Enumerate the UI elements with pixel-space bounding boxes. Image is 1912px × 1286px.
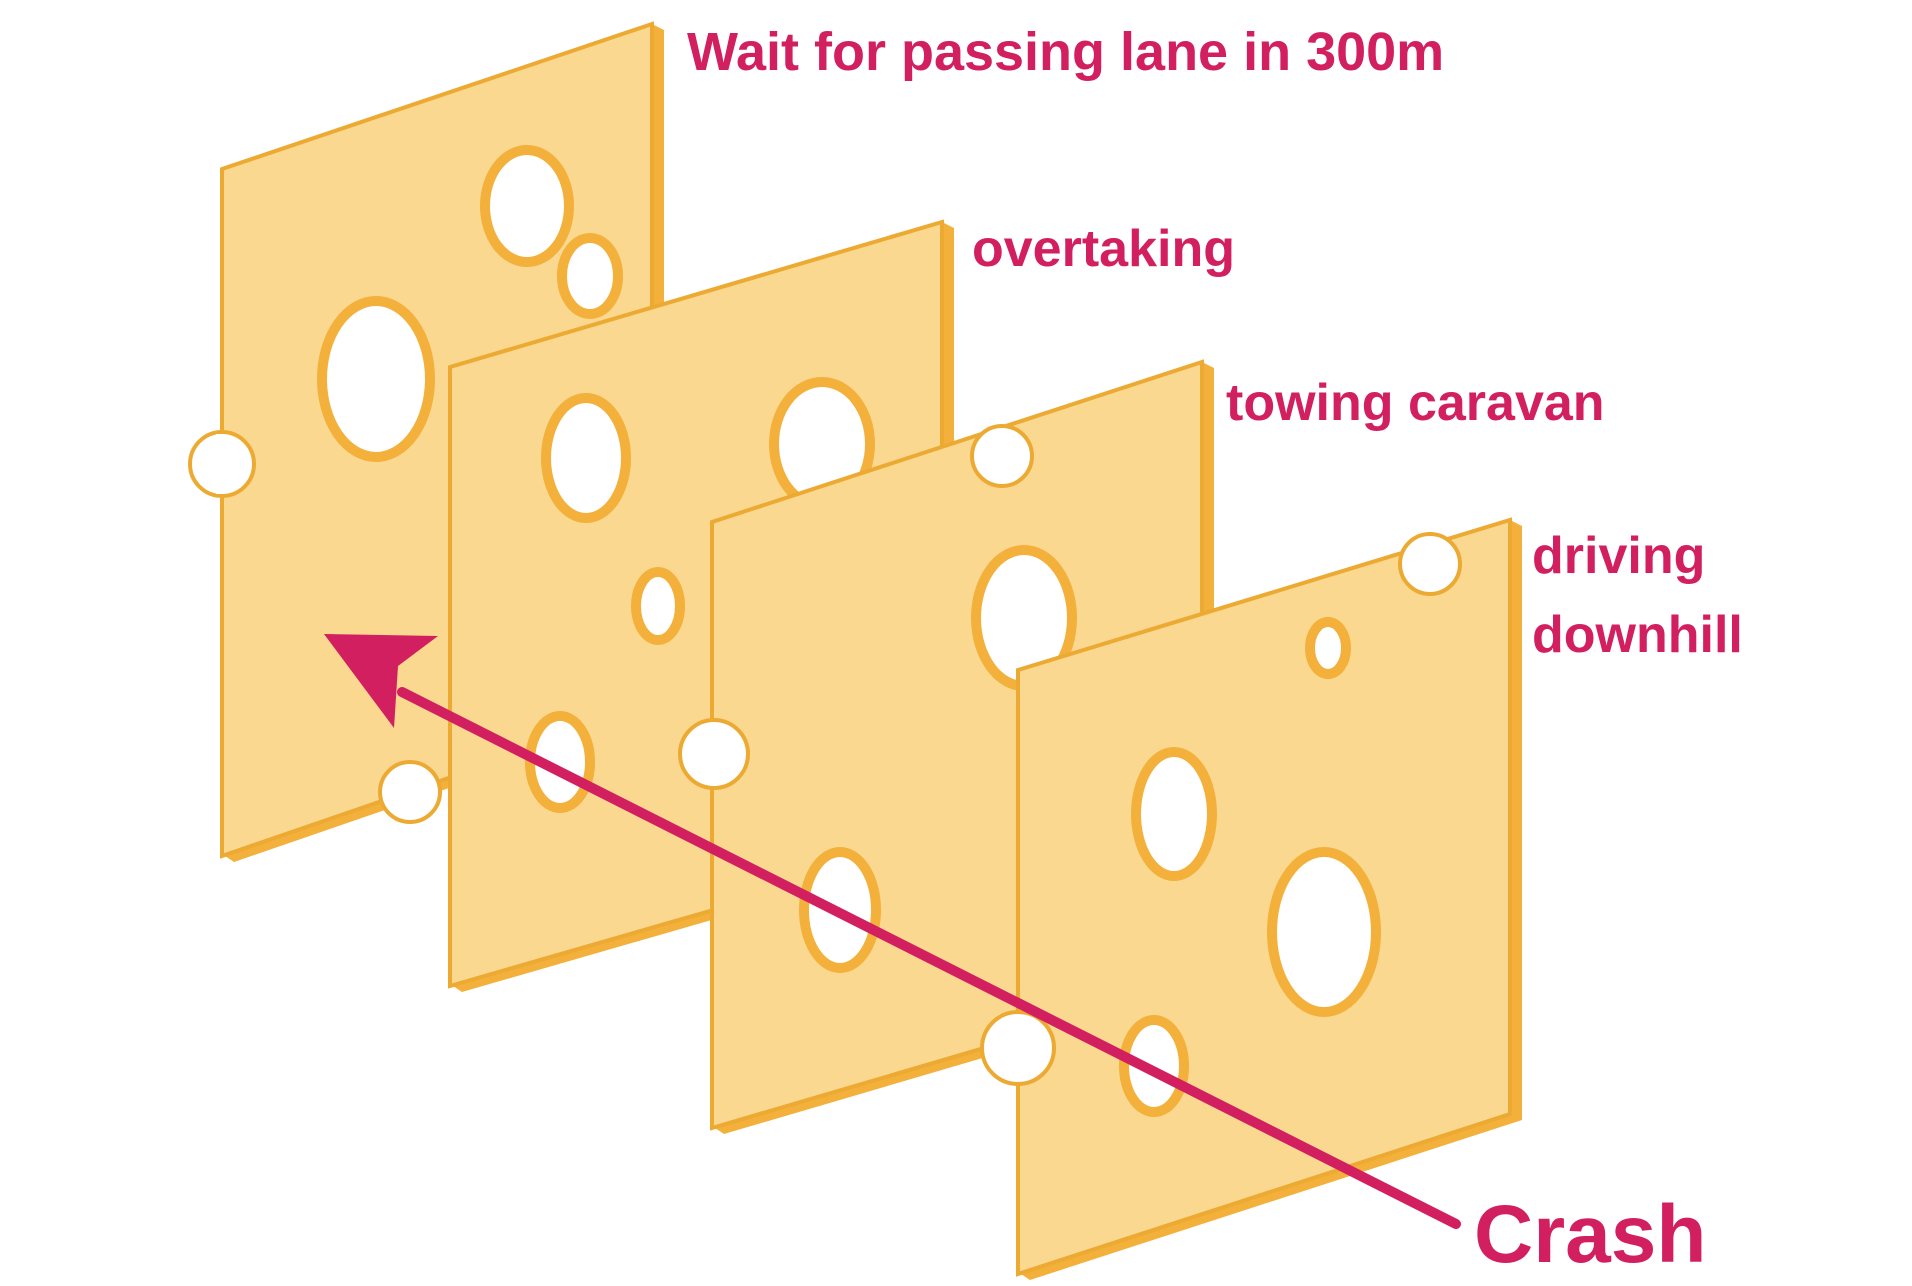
hazard-trajectory xyxy=(324,634,1461,1229)
layer-label-driving: driving xyxy=(1532,527,1705,585)
trajectory-arrowhead xyxy=(324,634,438,728)
outcome-label: Crash xyxy=(1474,1189,1706,1280)
trajectory-line xyxy=(397,687,1461,1229)
cheese-slice-4 xyxy=(980,517,1522,1280)
layer-label-overtaking: overtaking xyxy=(972,220,1235,278)
title-label: Wait for passing lane in 300m xyxy=(687,22,1444,82)
layer-label-downhill: downhill xyxy=(1532,606,1743,664)
layer-label-towing-caravan: towing caravan xyxy=(1226,374,1605,432)
